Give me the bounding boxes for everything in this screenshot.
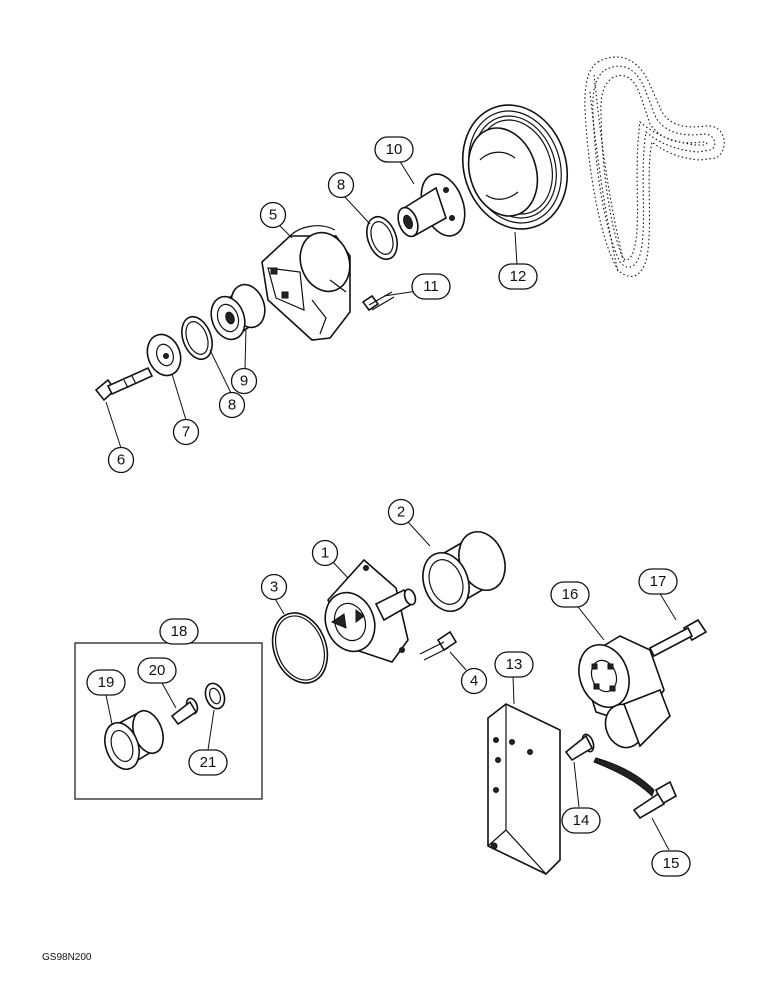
hub-part-10 xyxy=(397,173,466,238)
svg-text:16: 16 xyxy=(562,586,579,603)
leader-20 xyxy=(161,682,177,709)
bolt-part-6 xyxy=(94,366,154,402)
svg-text:9: 9 xyxy=(240,373,248,390)
svg-text:3: 3 xyxy=(270,579,278,596)
svg-text:17: 17 xyxy=(650,573,667,590)
belt-tensioner-part-16 xyxy=(578,635,671,749)
leader-19 xyxy=(105,694,113,725)
callout-8-lower: 8 xyxy=(218,391,246,419)
svg-text:18: 18 xyxy=(171,623,188,640)
callout-4: 4 xyxy=(460,667,488,695)
washer-part-7 xyxy=(146,333,182,377)
svg-text:8: 8 xyxy=(337,177,345,194)
housing-part-5 xyxy=(261,225,351,341)
idler-pulley-part-19 xyxy=(104,709,164,771)
svg-text:13: 13 xyxy=(506,656,523,673)
svg-text:8: 8 xyxy=(228,397,236,414)
bearing-part-9 xyxy=(210,283,266,341)
callout-19: 19 xyxy=(86,669,126,696)
pulley-part-12 xyxy=(461,104,569,230)
callout-16: 16 xyxy=(550,581,590,608)
callout-20: 20 xyxy=(137,657,177,684)
water-pump-part-1 xyxy=(324,558,417,663)
svg-text:6: 6 xyxy=(117,452,125,469)
callout-14: 14 xyxy=(561,807,601,834)
svg-text:20: 20 xyxy=(149,662,166,679)
callout-6: 6 xyxy=(107,446,135,474)
callout-13: 13 xyxy=(494,651,534,678)
bolt-part-14 xyxy=(564,733,595,762)
figure-reference-code: GS98N200 xyxy=(42,952,92,963)
bolt-part-20 xyxy=(170,697,199,726)
callout-7: 7 xyxy=(172,418,200,446)
pulley-part-2 xyxy=(422,531,506,612)
svg-text:7: 7 xyxy=(182,424,190,441)
callout-15: 15 xyxy=(651,850,691,877)
bolt-part-4 xyxy=(419,630,458,661)
svg-text:4: 4 xyxy=(470,673,478,690)
callout-2: 2 xyxy=(387,498,415,526)
snap-ring-part-8-lower xyxy=(181,315,213,361)
callout-10: 10 xyxy=(374,136,414,163)
bolt-part-17 xyxy=(648,618,708,658)
svg-text:11: 11 xyxy=(423,278,439,295)
callout-1: 1 xyxy=(311,539,339,567)
svg-text:12: 12 xyxy=(510,268,527,285)
drive-belt xyxy=(584,56,725,277)
bolt-part-15 xyxy=(593,757,678,820)
callout-8-upper: 8 xyxy=(327,171,355,199)
svg-text:2: 2 xyxy=(397,504,405,521)
callout-11: 11 xyxy=(411,273,451,300)
svg-text:14: 14 xyxy=(573,812,590,829)
svg-text:5: 5 xyxy=(269,207,277,224)
callout-9: 9 xyxy=(230,367,258,395)
callout-12: 12 xyxy=(498,263,538,290)
svg-text:15: 15 xyxy=(663,855,680,872)
svg-text:1: 1 xyxy=(321,545,329,562)
svg-text:19: 19 xyxy=(98,674,115,691)
callout-3: 3 xyxy=(260,573,288,601)
svg-text:10: 10 xyxy=(386,141,403,158)
callout-18: 18 xyxy=(159,618,199,645)
callout-17: 17 xyxy=(638,568,678,595)
leader-21 xyxy=(207,709,215,751)
washer-part-21 xyxy=(204,682,226,710)
callout-5: 5 xyxy=(259,201,287,229)
o-ring-part-3 xyxy=(271,612,329,684)
svg-text:21: 21 xyxy=(200,754,217,771)
snap-ring-part-8-upper xyxy=(366,215,398,261)
mounting-bracket-part-13 xyxy=(487,703,561,875)
callout-21: 21 xyxy=(188,749,228,776)
screw-part-11 xyxy=(361,291,395,312)
